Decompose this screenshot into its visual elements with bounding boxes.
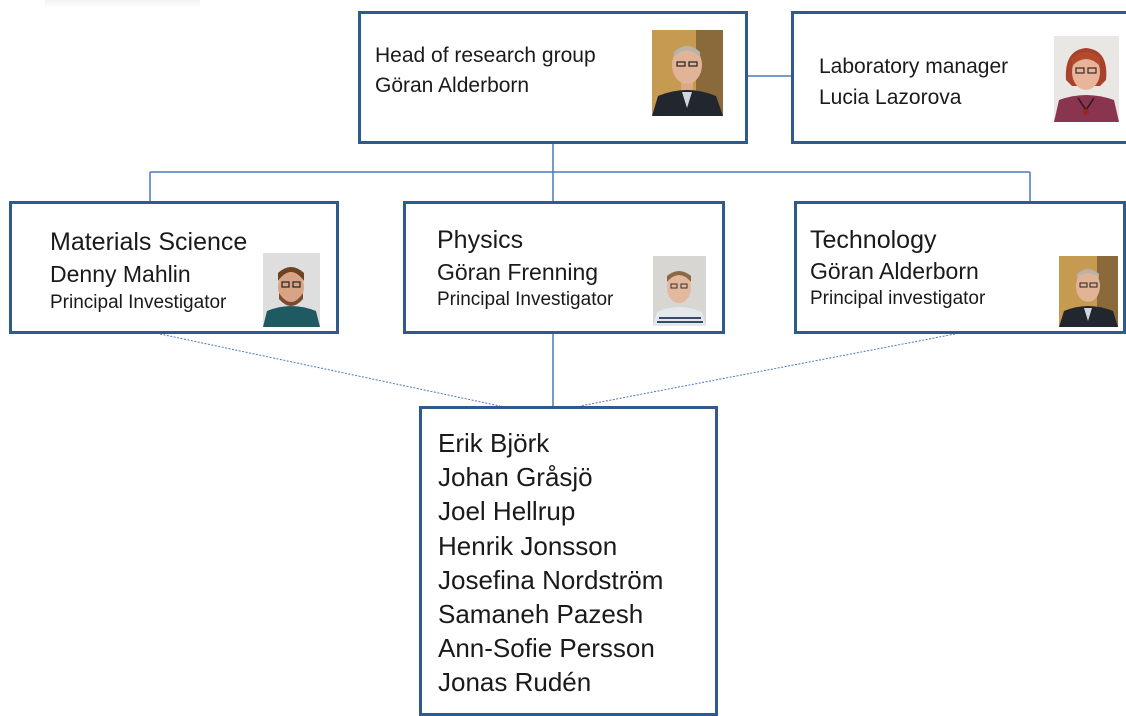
lab-manager-portrait	[1054, 36, 1119, 122]
group-area-label: Technology	[810, 226, 937, 254]
member-name: Jonas Rudén	[438, 667, 592, 698]
group-pi-name: Göran Frenning	[437, 259, 599, 285]
group-pi-role: Principal Investigator	[50, 292, 227, 313]
head-portrait	[652, 30, 723, 116]
group-area-label: Materials Science	[50, 228, 248, 256]
member-name: Henrik Jonsson	[438, 530, 618, 561]
group-pi-role: Principal investigator	[810, 288, 986, 309]
group-pi-role: Principal Investigator	[437, 289, 614, 310]
lab-manager-title: Laboratory manager	[819, 55, 1009, 78]
technology-pi-portrait	[1059, 256, 1118, 327]
member-name: Josefina Nordström	[438, 564, 664, 595]
lab-manager-name: Lucia Lazorova	[819, 86, 962, 109]
technology-to-members-line	[579, 333, 956, 407]
member-name: Ann-Sofie Persson	[438, 633, 655, 664]
members-list: Erik Björk Johan Gråsjö Joel Hellrup Hen…	[438, 426, 663, 700]
top-edge-shade	[45, 0, 200, 8]
member-name: Erik Björk	[438, 428, 550, 458]
group-pi-name: Denny Mahlin	[50, 261, 191, 287]
group-box-technology: Technology Göran Alderborn Principal inv…	[794, 201, 1126, 334]
head-of-group-box: Head of research group Göran Alderborn	[358, 11, 748, 144]
group-area-label: Physics	[437, 226, 524, 254]
member-name: Samaneh Pazesh	[438, 599, 644, 630]
group-box-materials: Materials Science Denny Mahlin Principal…	[9, 201, 339, 334]
lab-manager-box: Laboratory manager Lucia Lazorova	[791, 11, 1126, 144]
materials-pi-portrait	[263, 253, 320, 327]
group-pi-name: Göran Alderborn	[810, 258, 979, 284]
members-box: Erik Björk Johan Gråsjö Joel Hellrup Hen…	[419, 406, 718, 716]
head-name: Göran Alderborn	[375, 74, 530, 97]
group-box-physics: Physics Göran Frenning Principal Investi…	[403, 201, 725, 334]
member-name: Johan Gråsjö	[438, 462, 593, 493]
materials-to-members-line	[159, 333, 501, 407]
physics-pi-portrait	[653, 256, 706, 326]
member-name: Joel Hellrup	[438, 496, 576, 527]
head-title: Head of research group	[375, 44, 596, 67]
